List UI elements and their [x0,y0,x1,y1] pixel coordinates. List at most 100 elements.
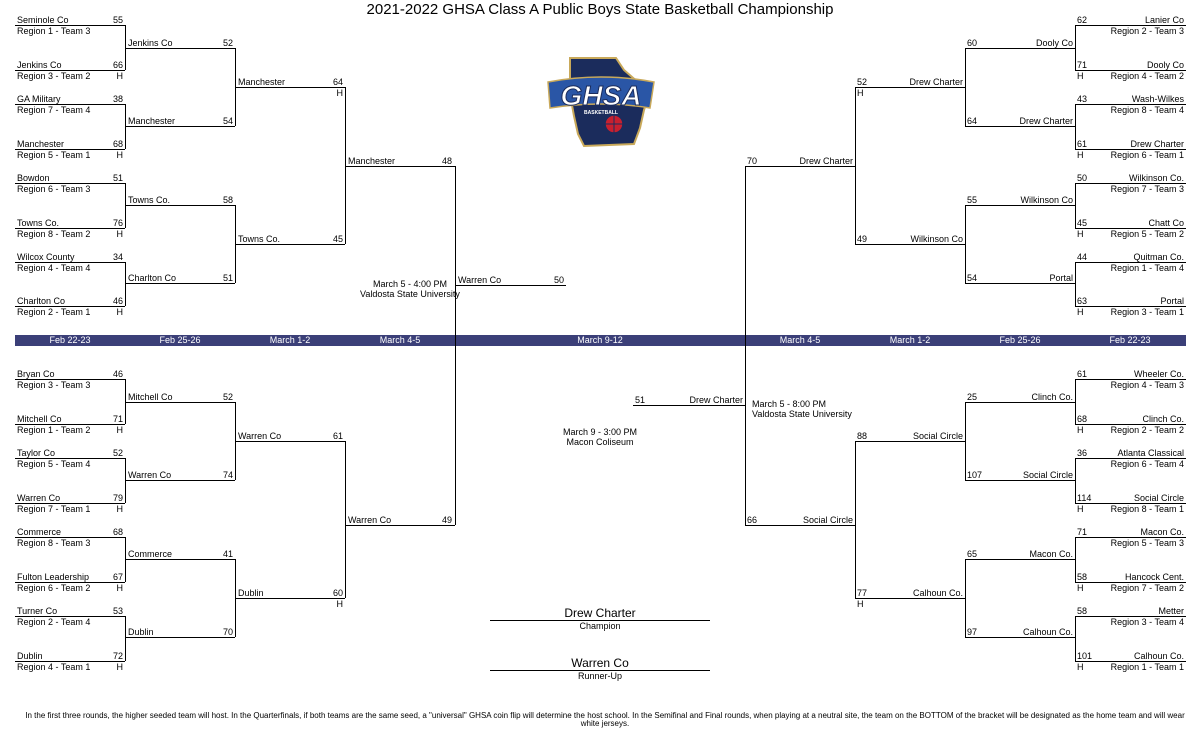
team-name: Dooly Co [1146,60,1184,70]
score: 54 [222,116,233,126]
round-date-bar [15,335,1186,346]
seed-label: Region 4 - Team 2 [1110,71,1184,81]
runner-up-label: Runner-Up [577,671,623,681]
score: 71 [1077,527,1088,537]
r2-right-line [965,205,1075,206]
score: 58 [1077,606,1088,616]
bracket-connector [965,402,966,480]
team-name: Clinch Co. [1142,414,1184,424]
team-name: Wilkinson Co [1020,195,1073,205]
team-name: Wilcox County [17,252,75,262]
score: 67 [112,572,123,582]
r2-left-line [125,480,235,481]
round-label: March 4-5 [379,335,421,345]
round-label: March 9-12 [577,335,623,345]
home-marker: H [1077,307,1084,317]
r1-left-line [15,104,125,105]
score: 44 [1077,252,1088,262]
team-name: Manchester [17,139,65,149]
score: 88 [857,431,868,441]
seed-label: Region 4 - Team 1 [17,662,91,672]
bracket-connector [125,262,126,306]
seed-label: Region 5 - Team 2 [1110,229,1184,239]
seed-label: Region 5 - Team 4 [17,459,91,469]
seed-label: Region 1 - Team 4 [1110,263,1184,273]
team-name: Social Circle [1022,470,1073,480]
score: 25 [967,392,978,402]
home-marker: H [116,150,124,160]
score: 65 [967,549,978,559]
home-marker: H [336,88,344,98]
team-name: Mitchell Co [128,392,173,402]
logo-text: GHSA [561,80,642,111]
r1-right-line [1075,104,1186,105]
seed-label: Region 1 - Team 3 [17,26,91,36]
r1-right-line [1075,424,1186,425]
r1-left-line [15,661,125,662]
r1-right-line [1075,70,1186,71]
team-name: Fulton Leadership [17,572,90,582]
score: 55 [967,195,978,205]
score: 48 [441,156,452,166]
team-name: Lanier Co [1144,15,1184,25]
score: 61 [332,431,343,441]
team-name: Dublin [238,588,264,598]
r1-left-line [15,537,125,538]
home-marker: H [116,425,124,435]
team-name: Wash-Wilkes [1131,94,1184,104]
bracket-connector [1075,537,1076,582]
r2-left-line [125,637,235,638]
r1-right-line [1075,379,1186,380]
team-name: Dublin [17,651,43,661]
team-name: Macon Co. [1029,549,1073,559]
bracket-connector [965,559,966,637]
r1-left-line [15,582,125,583]
home-marker: H [116,307,124,317]
team-name: Jenkins Co [17,60,62,70]
r2-right-line [965,126,1075,127]
score: 76 [112,218,123,228]
team-name: Jenkins Co [128,38,173,48]
r4-left-line [345,166,455,167]
bracket-connector [745,166,746,525]
r1-left-line [15,616,125,617]
team-name: Warren Co [458,275,502,285]
seed-label: Region 5 - Team 3 [1110,538,1184,548]
r1-right-line [1075,582,1186,583]
score: 71 [1077,60,1088,70]
r1-right-line [1075,503,1186,504]
team-name: Drew Charter [909,77,963,87]
team-name: Commerce [128,549,173,559]
home-marker: H [1077,71,1084,81]
team-name: Charlton Co [128,273,177,283]
score: 52 [112,448,123,458]
score: 54 [967,273,978,283]
score: 64 [332,77,343,87]
r1-right-line [1075,537,1186,538]
r1-left-line [15,424,125,425]
semifinal-right-date: March 5 - 8:00 PM [752,399,827,409]
team-name: Metter [1158,606,1184,616]
team-name: Dublin [128,627,154,637]
team-name: Seminole Co [17,15,69,25]
r2-left-line [125,402,235,403]
score: 41 [222,549,233,559]
r2-left-line [125,559,235,560]
round-label: Feb 22-23 [1109,335,1151,345]
team-name: Chatt Co [1148,218,1184,228]
r1-left-line [15,183,125,184]
home-marker: H [1077,150,1084,160]
round-label: March 1-2 [269,335,311,345]
team-name: Bowdon [17,173,50,183]
champion-line [490,620,710,621]
bracket-connector [125,25,126,70]
seed-label: Region 7 - Team 2 [1110,583,1184,593]
final-venue: Macon Coliseum [566,437,634,447]
semifinal-right-venue: Valdosta State University [752,409,852,419]
r1-right-line [1075,183,1186,184]
r3-left-line [235,598,345,599]
team-name: Drew Charter [1130,139,1184,149]
round-label: March 1-2 [889,335,931,345]
score: 49 [441,515,452,525]
r2-right-line [965,283,1075,284]
